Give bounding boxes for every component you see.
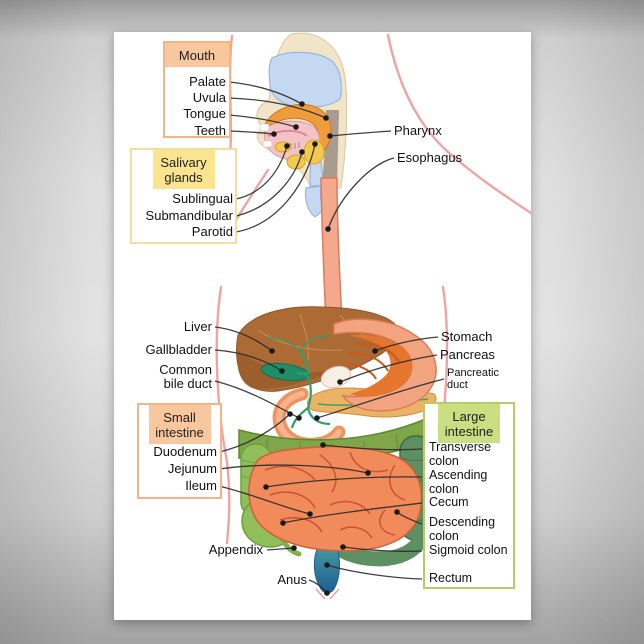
- label-parotid: Parotid: [191, 224, 233, 239]
- label-palate: Palate: [189, 74, 226, 89]
- leader-dots: [263, 101, 400, 596]
- larynx: [305, 185, 324, 218]
- pyloric-region: [320, 365, 352, 389]
- esophagus-shape: [320, 177, 343, 323]
- head-section: [256, 32, 348, 218]
- large-intestine-label-box: Large intestine: [423, 402, 515, 589]
- mouth-label-box: Mouth: [163, 41, 231, 138]
- teeth-shapes: [259, 123, 273, 148]
- label-rectum: Rectum: [429, 571, 473, 585]
- label-duodenum: Duodenum: [153, 444, 217, 459]
- label-stomach: Stomach: [441, 329, 493, 344]
- label-pharynx: Pharynx: [394, 123, 442, 138]
- small-intestine-label-box: Small intestine: [137, 403, 222, 499]
- label-jejunum: Jejunum: [167, 461, 217, 476]
- anus-marks: [315, 588, 340, 600]
- salivary-glands-shapes: [274, 139, 325, 170]
- salivary-glands-label-box: Salivary glands: [130, 148, 237, 244]
- label-common-bile-duct: Common bile duct: [159, 362, 212, 391]
- salivary-box-title: Salivary glands: [152, 150, 215, 189]
- label-gallbladder: Gallbladder: [145, 342, 213, 357]
- label-ascending-colon: Ascending colon: [429, 468, 488, 496]
- bile-duct-tree: [267, 335, 331, 429]
- label-sigmoid-colon: Sigmoid colon: [429, 543, 508, 557]
- palate-shape: [263, 104, 332, 154]
- label-cecum: Cecum: [429, 495, 469, 509]
- label-pancreatic-duct: Pancreatic duct: [447, 367, 499, 391]
- label-anus: Anus: [277, 572, 307, 587]
- large-intestine-box-title: Large intestine: [438, 404, 500, 443]
- label-uvula: Uvula: [192, 90, 226, 105]
- label-tongue: Tongue: [183, 106, 226, 121]
- small-intestine-box-title: Small intestine: [148, 405, 211, 444]
- label-submandibular: Submandibular: [145, 208, 233, 223]
- label-descending-colon: Descending colon: [429, 515, 496, 543]
- leader-lines: [214, 81, 445, 594]
- small-intestine-shape: [248, 445, 423, 552]
- label-sublingual: Sublingual: [172, 191, 233, 206]
- label-esophagus: Esophagus: [397, 150, 463, 165]
- gallbladder-shape: [260, 362, 310, 382]
- nasal-cavity: [268, 51, 342, 108]
- mouth-box-title: Mouth: [165, 43, 229, 67]
- label-pancreas: Pancreas: [440, 347, 495, 362]
- label-appendix: Appendix: [208, 542, 263, 557]
- label-ileum: Ileum: [185, 478, 217, 493]
- label-liver: Liver: [183, 319, 212, 334]
- label-transverse-colon: Transverse colon: [429, 440, 492, 468]
- label-teeth: Teeth: [194, 123, 226, 138]
